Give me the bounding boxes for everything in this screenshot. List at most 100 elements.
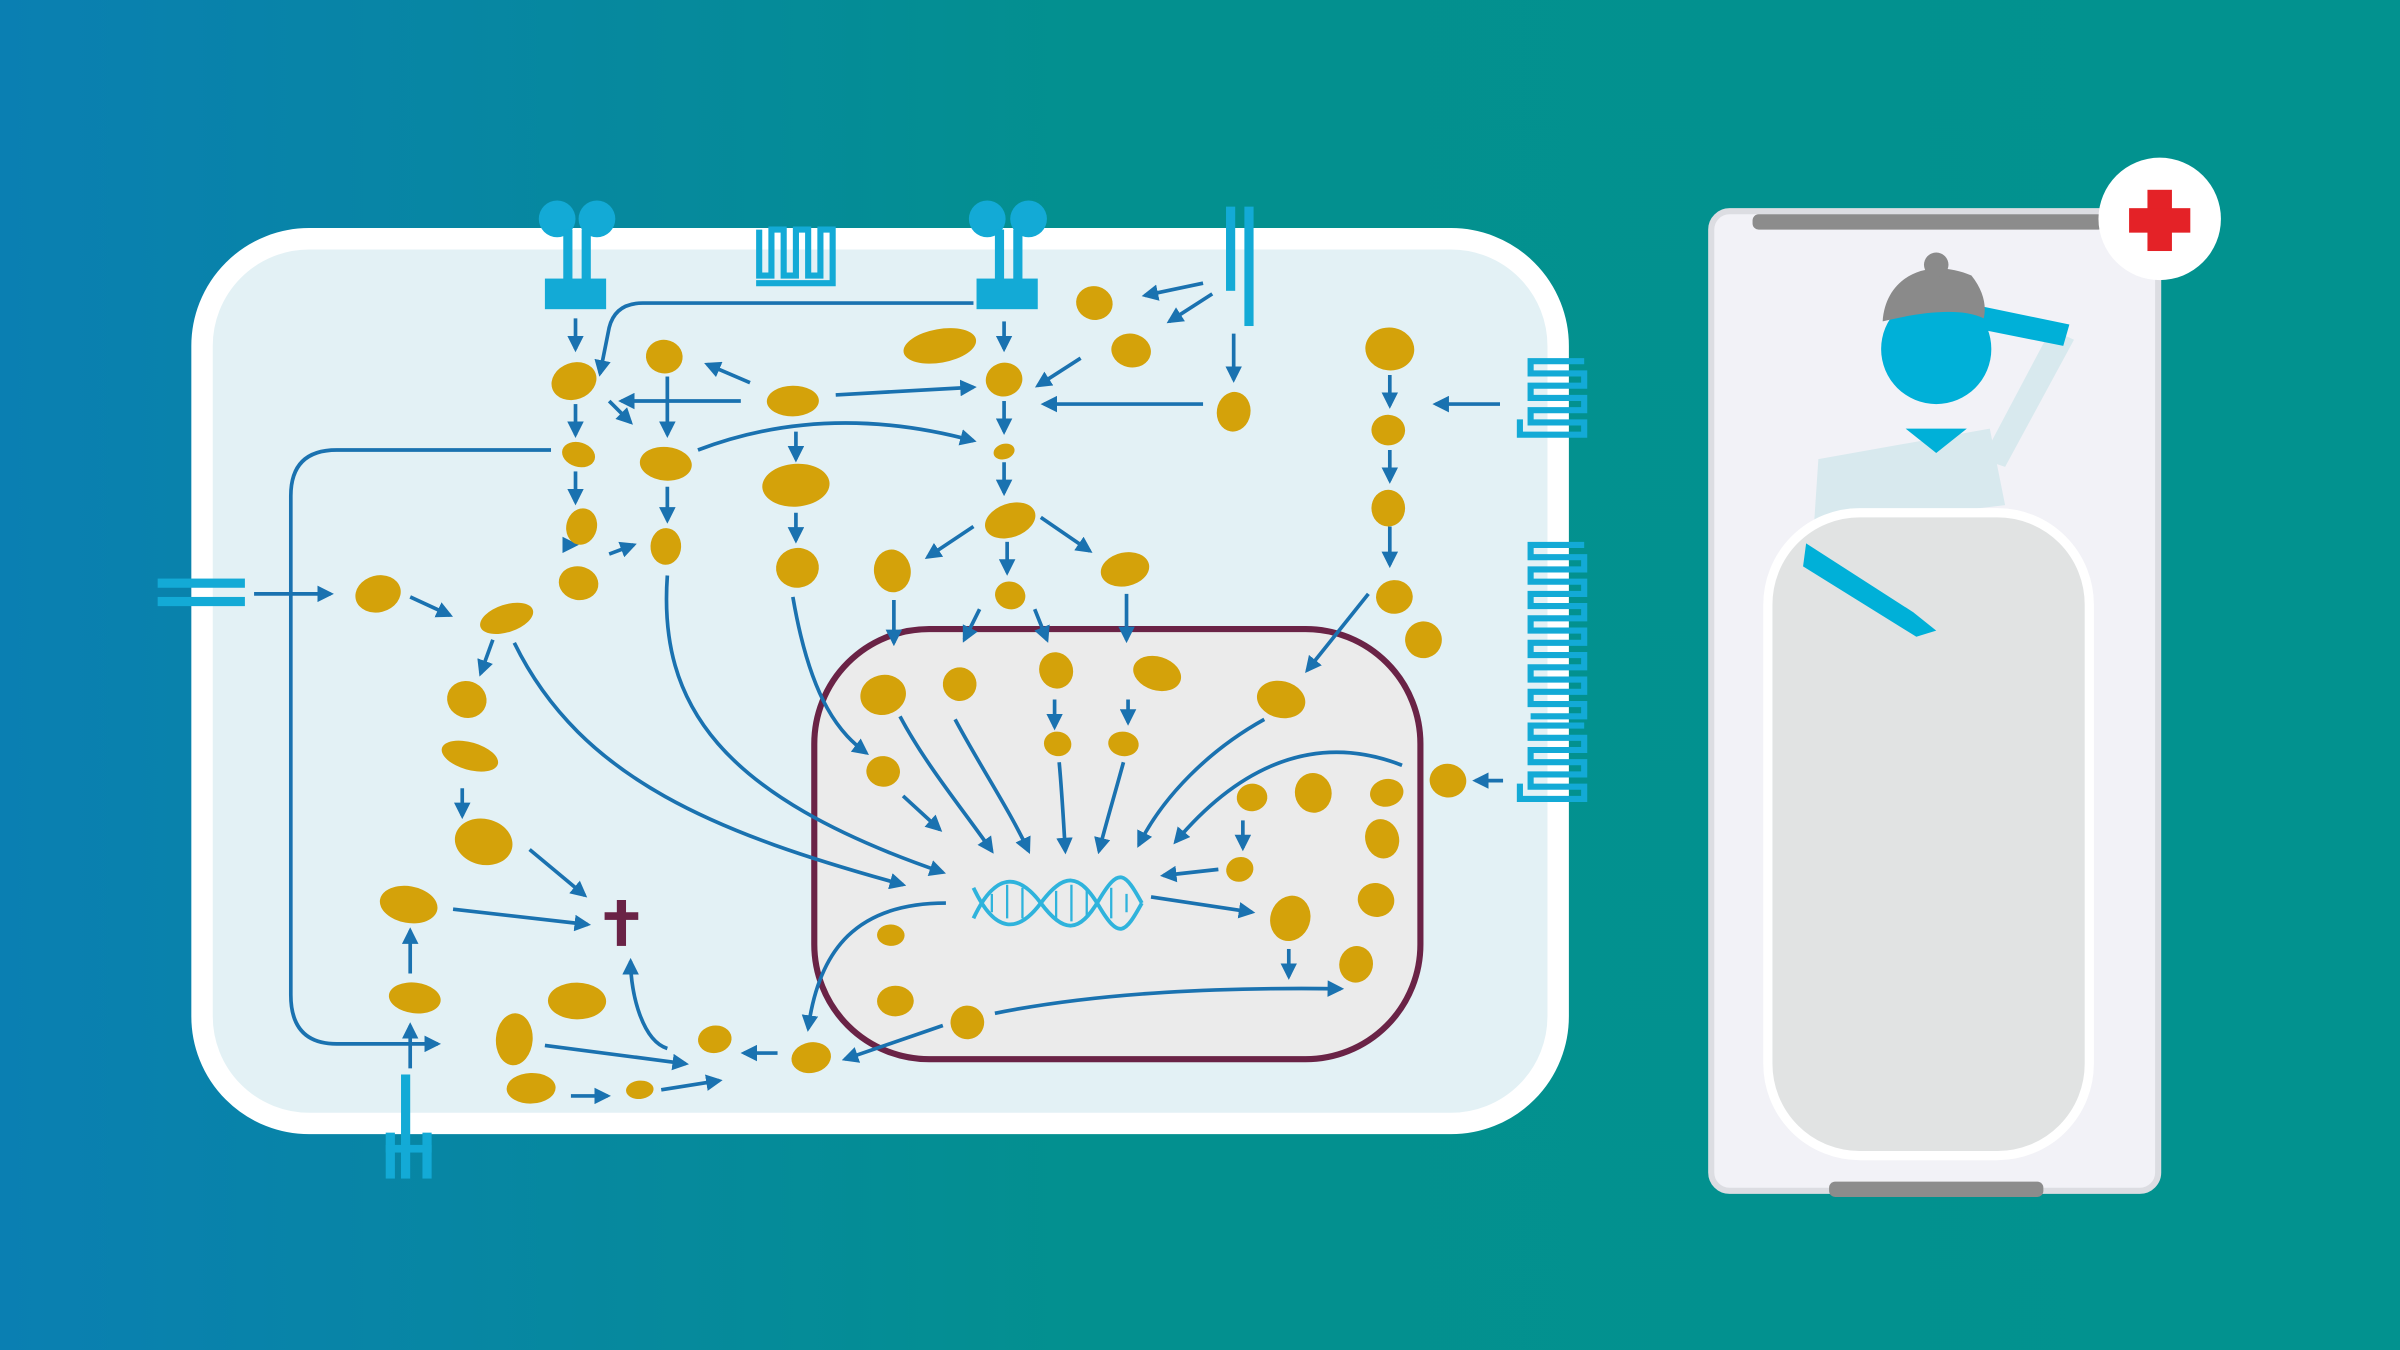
protein-blob bbox=[1376, 580, 1413, 614]
patient bbox=[1763, 252, 2094, 1161]
protein-blob bbox=[985, 362, 1023, 397]
protein-blob bbox=[645, 339, 683, 374]
pathway-arrow bbox=[962, 608, 982, 643]
receptor-t-shaped-center bbox=[968, 200, 1047, 310]
protein-blob bbox=[1076, 286, 1113, 321]
receptors bbox=[157, 200, 1588, 1179]
protein-blob bbox=[1133, 655, 1182, 692]
pathway-arrow bbox=[1034, 356, 1082, 388]
pathway-arrow bbox=[901, 794, 943, 832]
protein-blob bbox=[562, 441, 596, 468]
protein-blob bbox=[388, 982, 441, 1014]
pathway-arrow bbox=[1039, 515, 1093, 553]
pathway-arrow bbox=[608, 541, 637, 558]
protein-blob bbox=[1039, 652, 1074, 689]
protein-blob bbox=[441, 740, 499, 772]
protein-blob bbox=[639, 446, 692, 481]
signaling-arrows bbox=[254, 281, 1504, 1105]
pathway-arrow bbox=[409, 595, 454, 618]
proteins bbox=[355, 286, 1467, 1104]
pathway-arrow bbox=[704, 361, 751, 385]
protein-blob bbox=[558, 566, 599, 601]
protein-blob bbox=[566, 508, 598, 545]
pathway-arrow bbox=[607, 399, 633, 425]
protein-blob bbox=[1429, 763, 1467, 798]
patient-lower-arm bbox=[1803, 543, 1937, 637]
pathway-arrow bbox=[1032, 608, 1050, 643]
pathway-arrow bbox=[1137, 717, 1266, 848]
pathway-arrow bbox=[801, 901, 946, 1032]
protein-blob bbox=[1043, 731, 1072, 757]
pathway-arrow bbox=[1141, 281, 1204, 301]
pathway-arrow bbox=[1150, 895, 1256, 919]
pathway-arrow bbox=[841, 1023, 944, 1063]
protein-blob bbox=[1100, 552, 1150, 587]
pathway-arrow bbox=[1056, 762, 1073, 855]
protein-blob bbox=[1371, 489, 1406, 527]
receptor-t-shaped-left bbox=[538, 200, 616, 310]
pathway-arrow bbox=[594, 301, 974, 377]
protein-blob bbox=[626, 1080, 654, 1100]
protein-blob bbox=[766, 385, 819, 417]
pathway-arrow bbox=[512, 642, 907, 890]
protein-blob bbox=[379, 885, 438, 924]
protein-blob bbox=[1236, 783, 1268, 812]
protein-blob bbox=[1371, 414, 1406, 446]
pathway-arrow bbox=[1305, 592, 1370, 673]
protein-blob bbox=[776, 547, 819, 588]
pathway-arrow bbox=[1166, 292, 1214, 324]
protein-blob bbox=[1216, 391, 1251, 432]
protein-blob bbox=[984, 502, 1036, 539]
protein-blob bbox=[1256, 680, 1306, 719]
protein-blob bbox=[1405, 621, 1442, 659]
protein-blob bbox=[1357, 883, 1395, 917]
protein-blob bbox=[1226, 856, 1254, 882]
patient-hair bbox=[1882, 268, 1985, 322]
receptor-serpentine-right-1 bbox=[1516, 358, 1588, 438]
pathway-arrow bbox=[622, 957, 669, 1051]
pathway-arrow bbox=[835, 379, 977, 397]
receptor-serpentine-right-2 bbox=[1527, 541, 1588, 720]
protein-blob bbox=[877, 985, 914, 1017]
protein-blob bbox=[480, 602, 534, 634]
protein-blob bbox=[506, 1072, 556, 1104]
protein-blob bbox=[1111, 333, 1151, 368]
pathway-arrow bbox=[898, 715, 994, 854]
protein-blob bbox=[1365, 819, 1400, 859]
protein-blob bbox=[1108, 731, 1139, 757]
protein-blob bbox=[1365, 327, 1415, 371]
protein-blob bbox=[903, 328, 977, 364]
pathway-arrow bbox=[1094, 761, 1126, 855]
protein-blob bbox=[1270, 895, 1311, 942]
pathway-arrow bbox=[924, 525, 975, 559]
pathway-arrow bbox=[477, 639, 495, 677]
protein-blob bbox=[355, 575, 401, 613]
pathway-arrow bbox=[452, 907, 592, 932]
pathway-arrow bbox=[664, 575, 946, 876]
pathway-arrow bbox=[953, 718, 1031, 855]
protein-blob bbox=[873, 549, 911, 593]
protein-blob bbox=[1294, 773, 1332, 813]
receptor-rod-top bbox=[1226, 206, 1254, 327]
dna-helix-icon bbox=[971, 875, 1144, 931]
pathway-arrow bbox=[1159, 865, 1219, 883]
protein-blob bbox=[877, 924, 905, 946]
medical-cross-badge bbox=[2098, 157, 2221, 281]
pathway-arrow bbox=[697, 421, 977, 452]
pathway-arrow bbox=[660, 1074, 723, 1092]
protein-blob bbox=[495, 1013, 533, 1066]
pathway-arrow bbox=[528, 848, 588, 898]
protein-blob bbox=[447, 680, 487, 719]
protein-blob bbox=[698, 1025, 732, 1054]
receptor-rod-left bbox=[157, 578, 245, 607]
receptor-rod-bottom bbox=[385, 1074, 432, 1179]
protein-blob bbox=[791, 1042, 831, 1074]
pathway-arrow bbox=[544, 1043, 689, 1071]
protein-blob bbox=[551, 362, 597, 401]
receptor-serpentine-top bbox=[756, 226, 836, 287]
protein-blob bbox=[1370, 778, 1404, 807]
protein-blob bbox=[762, 463, 830, 507]
protein-blob bbox=[454, 818, 513, 866]
receptor-serpentine-right-3 bbox=[1516, 722, 1588, 803]
